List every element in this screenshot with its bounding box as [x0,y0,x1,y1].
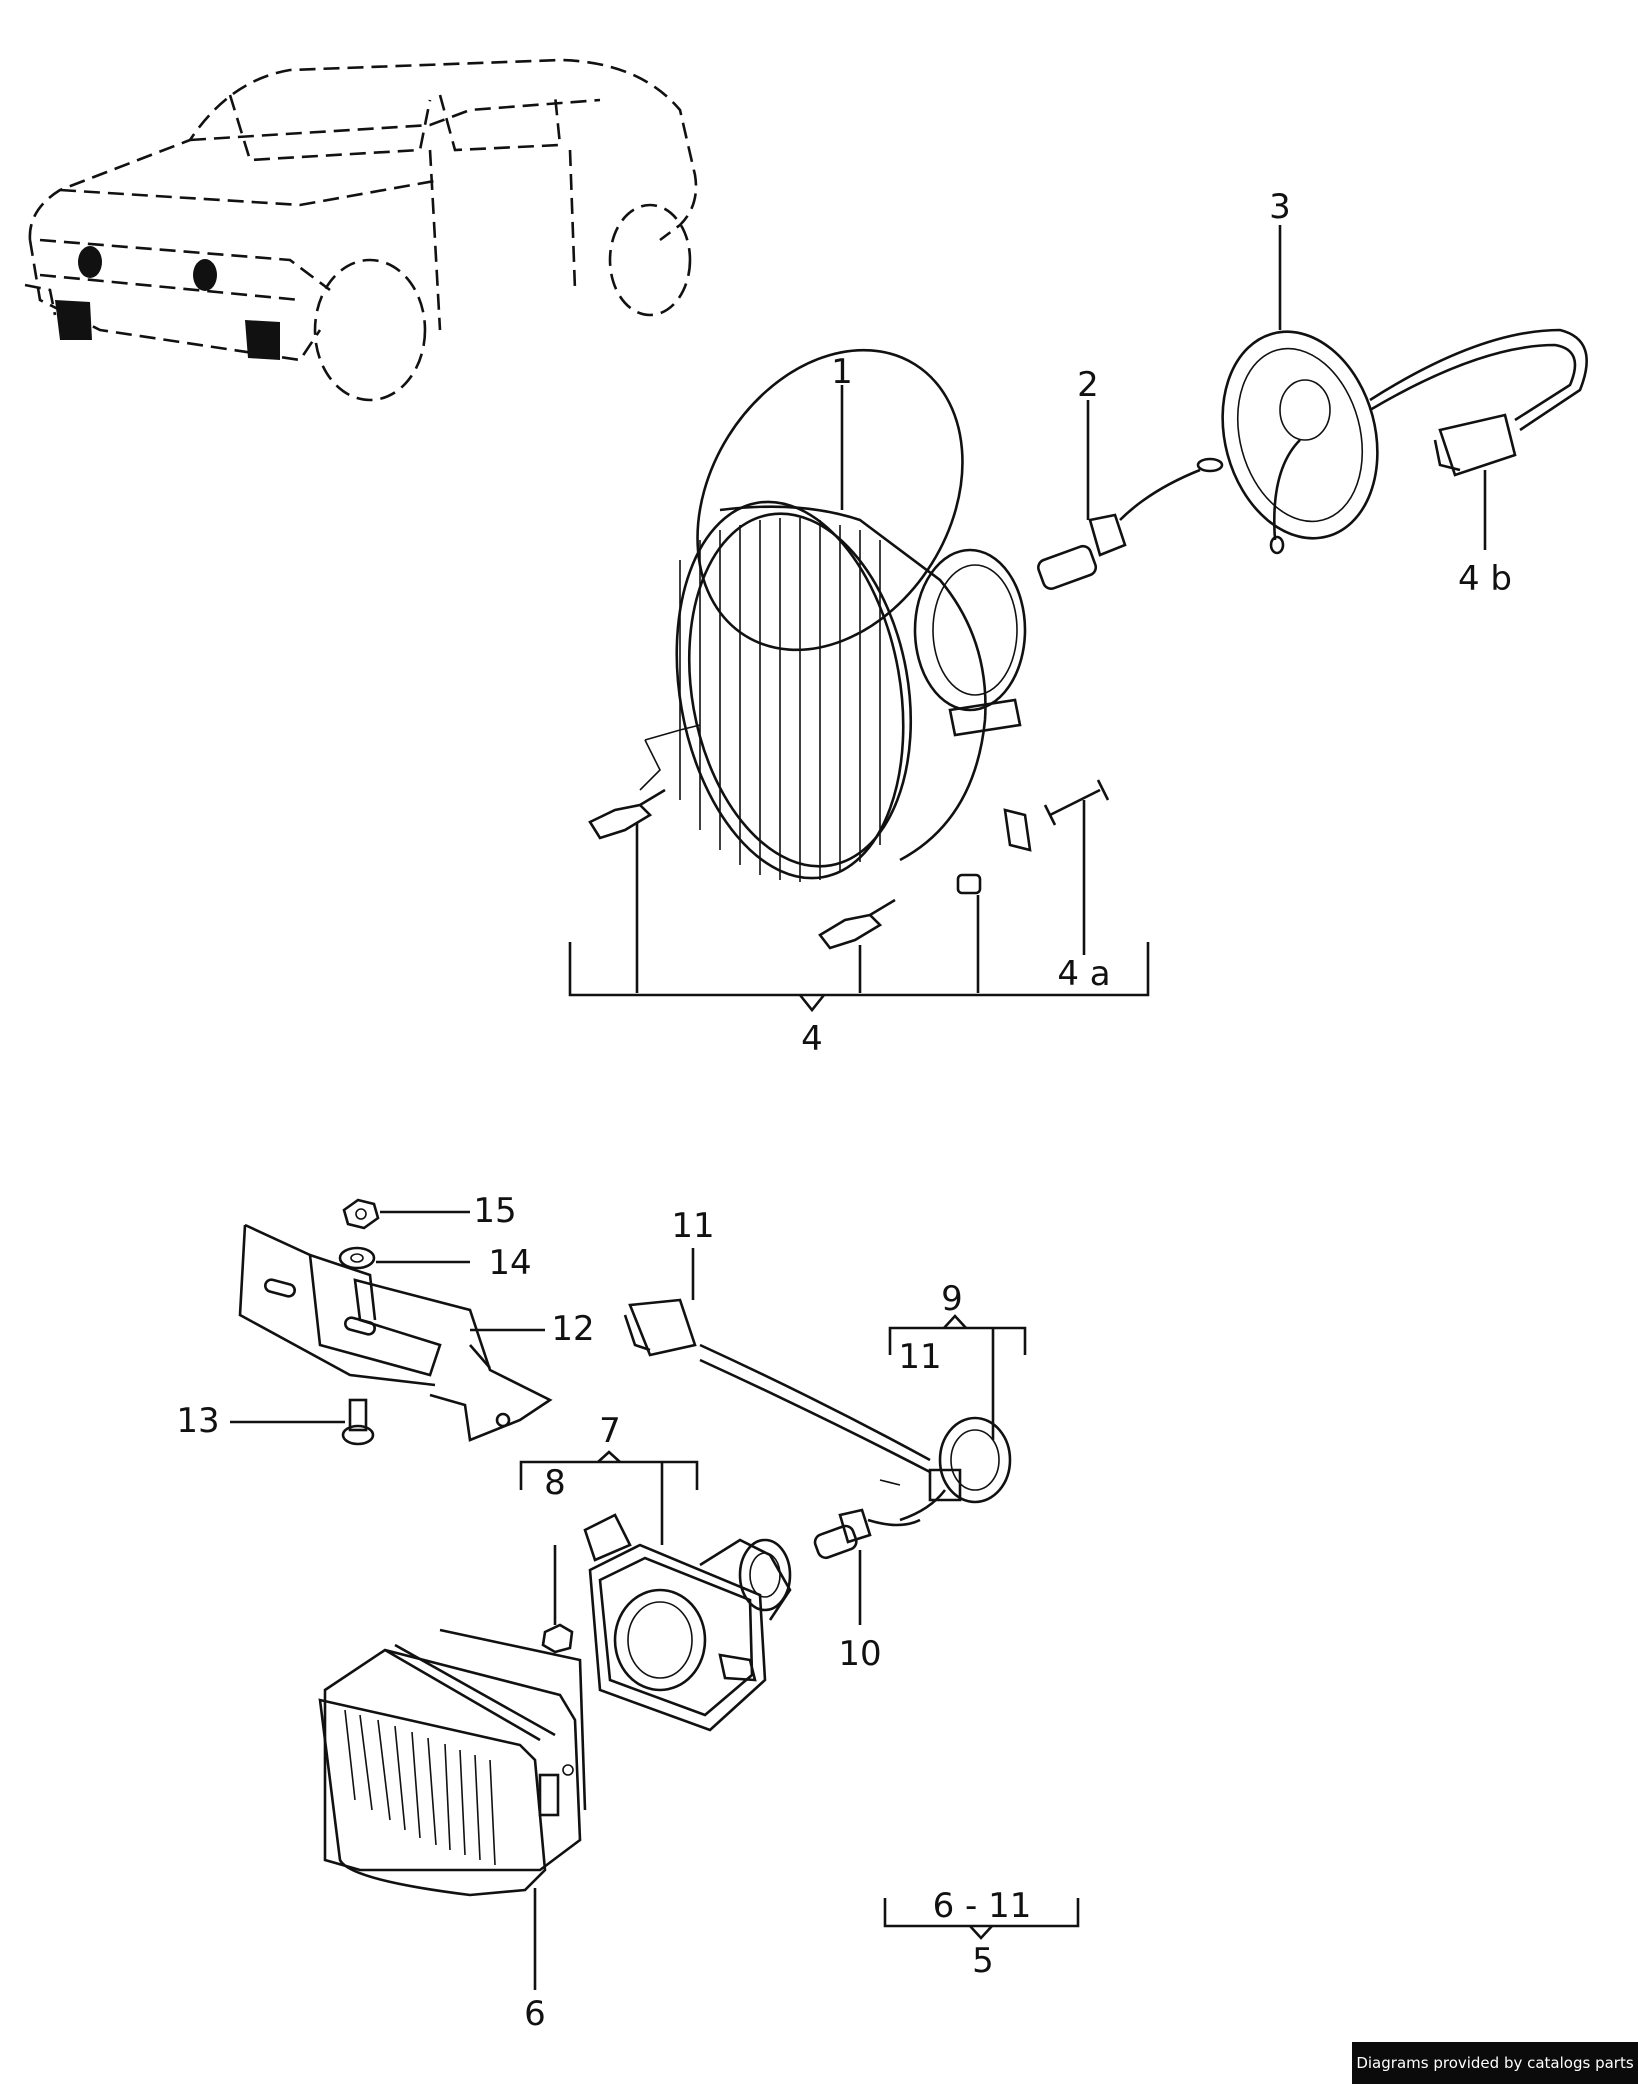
label-10: 10 [838,1634,881,1674]
bracket-9 [888,1326,1027,1355]
car-outline [24,58,698,402]
screw-8-drawing [541,1545,574,1654]
adjuster-screws [588,724,1110,950]
label-11-bracket: 11 [898,1337,941,1377]
part-labels: 1 2 3 4 b 4 a 4 15 14 12 13 11 9 11 7 8 … [176,187,1512,2034]
label-14: 14 [488,1243,531,1283]
upper-leader-lines [568,225,1487,1013]
cover-with-wiring-drawing [1221,328,1588,555]
label-6: 6 [524,1994,546,2034]
label-1: 1 [831,352,853,392]
label-11-top: 11 [671,1206,714,1246]
label-9: 9 [941,1279,963,1319]
nut-and-washer-drawing [338,1198,470,1270]
label-4: 4 [801,1019,823,1059]
label-5: 5 [972,1941,994,1981]
bracket-9-tick [943,1314,967,1329]
fog-lamp-insert-drawing [583,1513,792,1732]
label-15: 15 [473,1191,516,1231]
label-4b: 4 b [1458,559,1512,599]
label-2: 2 [1077,365,1099,405]
bolt-drawing [230,1398,375,1446]
bracket-5 [883,1898,1080,1928]
fog-lamp-housing-drawing [318,1628,587,1897]
fog-bulb-drawing [813,1508,921,1625]
label-8: 8 [544,1463,566,1503]
label-6-11: 6 - 11 [933,1886,1032,1926]
label-13: 13 [176,1401,219,1441]
bracket-drawing [238,1223,553,1442]
bracket-5-tick [969,1925,993,1940]
bracket-7-tick [597,1450,621,1463]
label-3: 3 [1269,187,1291,227]
diagram-credit-badge: Diagrams provided by catalogs parts [1352,2042,1638,2084]
bracket-7 [519,1460,699,1490]
label-7: 7 [599,1411,621,1451]
socket-wiring-drawing [623,1298,1012,1522]
label-4a: 4 a [1057,954,1110,994]
bulb-drawing [1037,457,1224,590]
round-headlamp-drawing [675,348,1032,882]
label-12: 12 [551,1309,594,1349]
